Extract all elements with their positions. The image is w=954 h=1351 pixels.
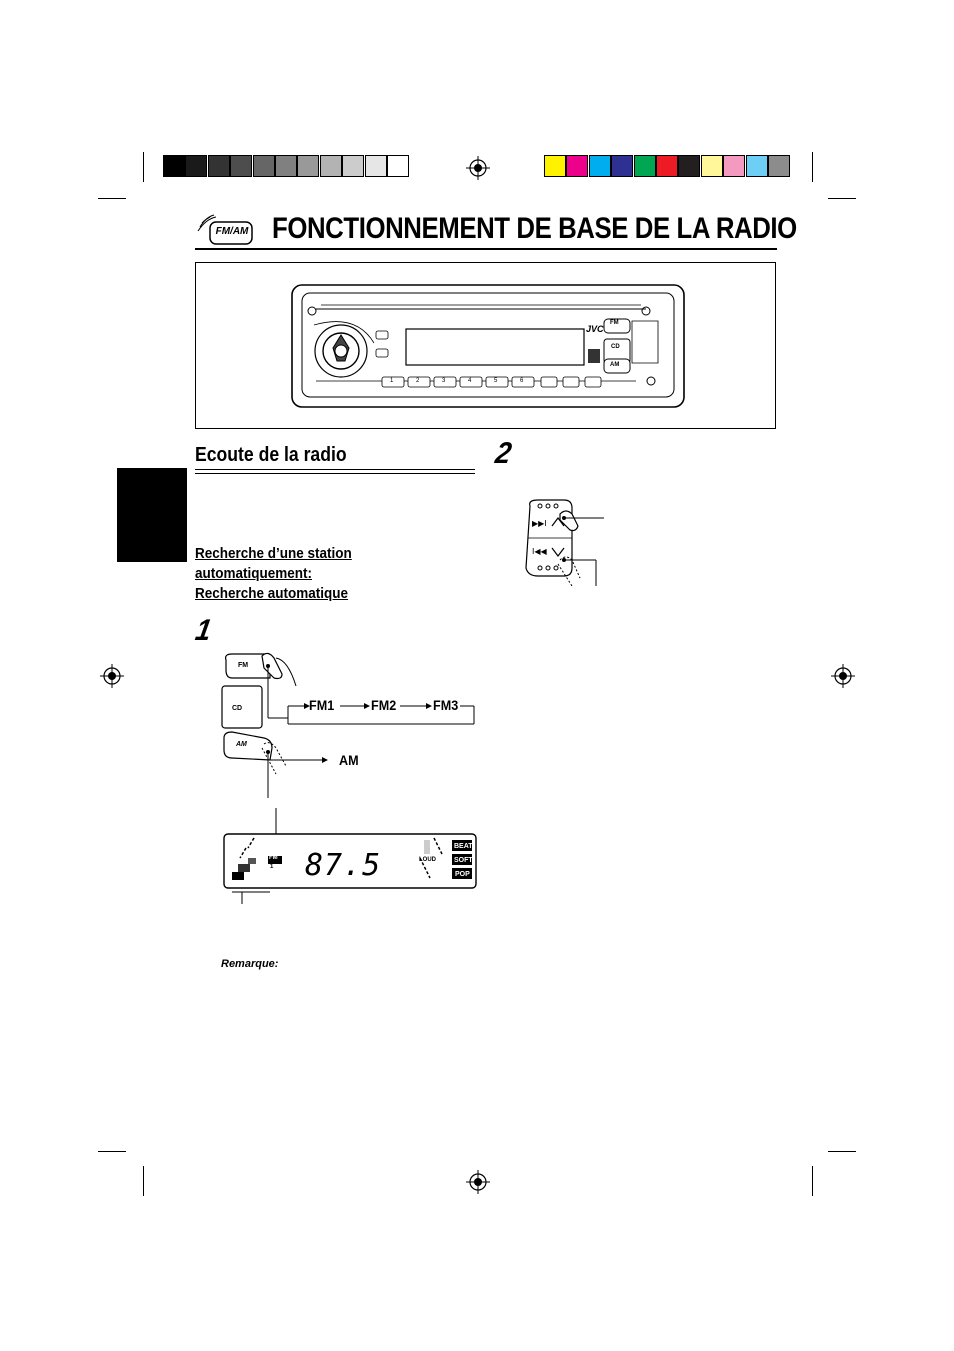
crop-mark [143,1166,144,1196]
calibration-swatch [163,155,185,177]
subheading-line-3: Recherche automatique [195,585,349,602]
crop-mark [143,152,144,182]
calibration-swatch [364,155,387,177]
am-button[interactable]: AM [236,741,247,748]
svg-text:I◀◀: I◀◀ [532,547,548,556]
calibration-swatch [633,155,656,177]
seek-buttons-drawing: ▶▶I I◀◀ [525,499,604,587]
calibration-swatch [185,155,208,177]
fm-button[interactable]: FM [238,662,249,669]
calibration-swatch [656,155,678,177]
registration-target-icon [831,664,855,688]
calibration-swatch [207,155,230,177]
calibration-swatch [723,155,746,177]
calibration-swatch [700,155,723,177]
calibration-swatch [566,155,589,177]
subheading-line-2: automatiquement: [195,565,313,582]
lcd-mode-beat: BEAT [454,843,473,850]
unit-preset-5[interactable]: 5 [494,378,498,384]
calibration-swatch [342,155,365,177]
unit-preset-1[interactable]: 1 [390,378,394,384]
calibration-swatch [745,155,768,177]
subheading-line-1: Recherche d’une station [195,545,352,562]
car-stereo-front-panel [291,284,685,408]
car-stereo-figure: JVC FM CD AM 1 2 3 4 5 6 [195,262,776,429]
flow-fm3-label: FM3 [433,697,459,713]
unit-preset-4[interactable]: 4 [468,378,472,384]
registration-target-icon [466,156,490,180]
lcd-frequency: 87.5 [305,848,382,883]
unit-cd-button[interactable]: CD [611,344,620,350]
lcd-loud-indicator: LOUD [419,857,436,863]
lcd-mode-pop: POP [455,871,470,878]
title-underline [195,248,777,250]
jvc-logo: JVC [586,324,604,334]
step-1-number: 1 [193,614,214,647]
unit-am-button[interactable]: AM [610,362,620,368]
step-2-number: 2 [493,437,514,470]
section-rule [195,469,475,470]
seek-buttons-figure: ▶▶I I◀◀ [518,498,608,595]
unit-preset-2[interactable]: 2 [416,378,420,384]
lcd-display-drawing [223,808,477,904]
crop-mark [828,198,856,199]
band-selection-drawing [221,652,475,798]
crop-mark [828,1151,856,1152]
lcd-mode-soft: SOFT [454,857,473,864]
calibration-swatch [275,155,297,177]
calibration-swatch [252,155,275,177]
language-side-tab [117,468,187,562]
svg-text:▶▶I: ▶▶I [532,519,547,528]
calibration-swatch [297,155,320,177]
flow-am-label: AM [339,752,359,768]
crop-mark [98,1151,126,1152]
calibration-swatch [319,155,342,177]
calibration-swatch [678,155,701,177]
crop-mark [812,152,813,182]
radio-wave-icon [197,214,253,245]
lcd-band-indicator: FM [269,855,278,861]
registration-target-icon [466,1170,490,1194]
section-rule [195,473,475,474]
registration-target-icon [100,664,124,688]
calibration-swatch [611,155,634,177]
unit-preset-6[interactable]: 6 [520,378,524,384]
calibration-swatch [544,155,566,177]
calibration-swatch [768,155,790,177]
calibration-swatch [230,155,253,177]
calibration-swatch [387,155,409,177]
flow-fm2-label: FM2 [371,697,397,713]
calibration-swatch [588,155,611,177]
section-title: Ecoute de la radio [195,444,347,466]
note-label: Remarque: [221,958,279,970]
fm-am-badge-label: FM/AM [215,226,249,237]
unit-fm-button[interactable]: FM [610,320,619,326]
crop-mark [98,198,126,199]
fm-am-badge: FM/AM [196,213,256,252]
flow-fm1-label: FM1 [309,697,335,713]
crop-mark [812,1166,813,1196]
unit-preset-3[interactable]: 3 [442,378,446,384]
page-title: FONCTIONNEMENT DE BASE DE LA RADIO [272,212,797,245]
cd-button[interactable]: CD [232,705,243,712]
lcd-channel-number: 1 [270,864,274,870]
